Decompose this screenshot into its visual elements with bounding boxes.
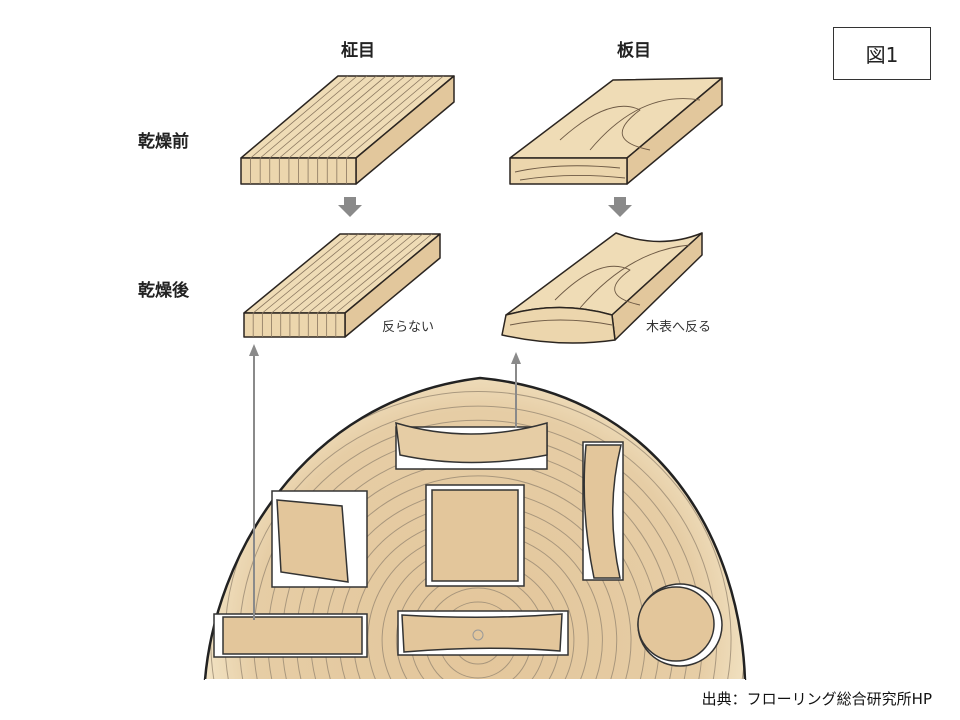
grain-line: [288, 75, 387, 184]
grain-line: [271, 233, 368, 337]
grain-line: [326, 75, 425, 184]
row-label-before: 乾燥前: [138, 132, 189, 152]
note-flat-sawn: 木表へ反る: [646, 320, 712, 335]
grain-line: [289, 233, 387, 337]
grain-line: [278, 75, 377, 184]
grain-line: [335, 233, 433, 337]
grain-line: [261, 233, 359, 337]
note-quarter-sawn: 反らない: [382, 320, 435, 335]
quarter-sawn-board-after: [243, 233, 441, 338]
grain-line: [346, 75, 444, 184]
grain-line: [280, 233, 377, 337]
growth-ring: [310, 475, 646, 680]
grain-line: [298, 75, 396, 184]
grain-line: [307, 75, 406, 184]
arrow-down-icon: [338, 197, 632, 217]
log-cross-section: [203, 376, 747, 681]
flat-sawn-board-after: [501, 232, 703, 344]
grain-line: [269, 75, 368, 184]
growth-ring: [253, 419, 703, 680]
grain-line: [326, 233, 423, 337]
source-credit: 出典：フローリング総合研究所HP: [701, 690, 932, 708]
growth-ring: [238, 405, 718, 680]
grain-line: [259, 75, 358, 184]
flat-sawn-board-before: [509, 77, 723, 185]
figure-label: 図1: [833, 27, 931, 80]
row-label-after: 乾燥後: [138, 281, 189, 301]
grain-line: [317, 75, 415, 184]
grain-line: [252, 233, 350, 337]
grain-line: [317, 233, 414, 337]
grain-line: [250, 75, 348, 184]
grain-line: [307, 233, 405, 337]
column-label-flat-sawn: 板目: [617, 41, 651, 61]
grain-line: [336, 75, 435, 184]
column-label-quarter-sawn: 柾目: [341, 41, 375, 61]
arrow-up-icon: [249, 344, 521, 620]
pith: [472, 629, 484, 641]
grain-line: [298, 233, 396, 337]
quarter-sawn-board-before: [240, 75, 455, 185]
